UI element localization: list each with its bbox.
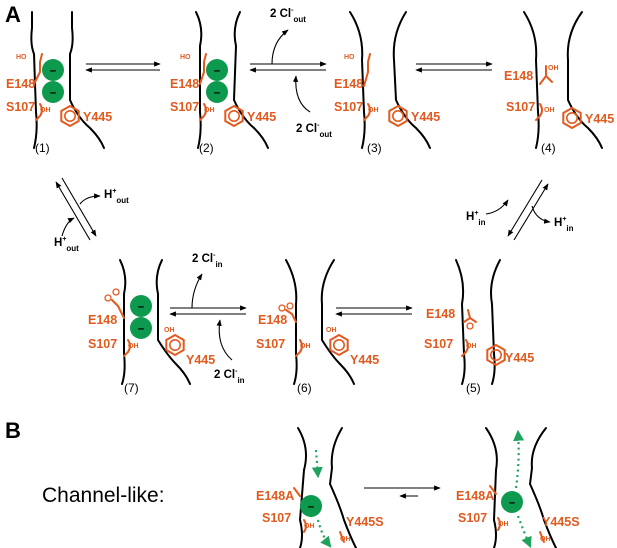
carboxyl-oh-label: OH (548, 65, 559, 72)
state-5: E148 OH S107 Y445 (5) (424, 259, 534, 395)
hydroxyl-oh-label: OH (300, 343, 311, 350)
carboxyl-ho-label: HO (180, 54, 191, 61)
state-number: (2) (199, 141, 214, 155)
state-7: – – E148 OH S107 OH Y445 (7) (88, 259, 215, 395)
panel-a-label: A (5, 2, 21, 27)
s107-label: S107 (256, 337, 285, 351)
hydroxyl-oh-label: OH (204, 107, 215, 114)
state-2: – – HO E148 OH S107 Y445 (2) (170, 11, 276, 155)
h-in-release-label: H+in (554, 216, 574, 233)
e148-label: E148 (426, 307, 455, 321)
y445-label: Y445 (411, 110, 440, 124)
e148-label: E148 (6, 77, 35, 91)
y445s-label: Y445S (542, 515, 580, 529)
cl-in-release-label: 2 Cl-in (192, 252, 223, 269)
s107-label: S107 (6, 100, 35, 114)
state-number: (1) (35, 141, 50, 155)
e148-label: E148 (334, 77, 363, 91)
chloride-ion (501, 491, 523, 513)
s107-label: S107 (88, 337, 117, 351)
state-3: HO E148 OH S107 Y445 (3) (334, 11, 440, 155)
y445-label: Y445 (247, 110, 276, 124)
ion-charge: – (214, 65, 221, 77)
s107-label: S107 (334, 100, 363, 114)
e148-label: E148 (170, 77, 199, 91)
state-number: (6) (297, 381, 312, 395)
carboxyl-ho-label: HO (16, 54, 27, 61)
ion-charge: – (50, 87, 57, 99)
ion-charge: – (50, 65, 57, 77)
serine-oh-label: OH (340, 536, 351, 543)
e148-label: E148 (504, 69, 533, 83)
h-in-uptake-label: H+in (466, 210, 486, 227)
serine-oh-label: OH (540, 536, 551, 543)
y445-label: Y445 (186, 353, 215, 367)
ion-charge: – (214, 87, 221, 99)
ion-charge: – (308, 501, 315, 513)
carboxylate-oxygen (466, 322, 474, 330)
chloride-ion (300, 495, 322, 517)
chloride-ion (206, 59, 228, 81)
cl-in-uptake-label: 2 Cl-in (214, 368, 245, 385)
s107-label: S107 (262, 511, 291, 525)
hydroxyl-oh-label: OH (466, 343, 477, 350)
s107-label: S107 (424, 337, 453, 351)
carboxylate-oxygen (112, 288, 120, 296)
state-1: – – HO E148 OH S107 Y445 (1) (6, 11, 112, 155)
y445-label: Y445 (83, 110, 112, 124)
state-number: (4) (541, 141, 556, 155)
cl-out-uptake-label: 2 Cl-out (296, 122, 332, 139)
s107-label: S107 (506, 100, 535, 114)
chloride-ion (206, 81, 228, 103)
hydroxyl-oh-label: OH (128, 343, 139, 350)
s107-label: S107 (458, 511, 487, 525)
hydroxyl-oh-label: OH (544, 107, 555, 114)
panel-b-label: B (5, 418, 21, 443)
state-number: (3) (367, 141, 382, 155)
chloride-ion (42, 59, 64, 81)
e148a-label: E148A (456, 489, 494, 503)
cl-out-release-label: 2 Cl-out (270, 7, 306, 24)
hydroxyl-oh-label: OH (40, 107, 51, 114)
hydroxyl-oh-label: OH (368, 107, 379, 114)
tyrosine-oh-label: OH (164, 327, 175, 334)
channel-state-closed: – E148A OH S107 OH Y445S (256, 427, 384, 548)
state-6: E148 OH S107 OH Y445 (6) (256, 259, 379, 395)
tyrosine-oh-label: OH (326, 327, 337, 334)
ion-charge: – (138, 323, 145, 335)
carboxyl-ho-label: HO (344, 54, 355, 61)
state-number: (5) (466, 381, 481, 395)
carboxylate-oxygen (278, 304, 286, 312)
ion-charge: – (138, 301, 145, 313)
h-out-release-label: H+out (104, 188, 129, 205)
y445-label: Y445 (505, 351, 534, 365)
h-out-uptake-label: H+out (54, 236, 79, 253)
state-number: (7) (124, 381, 139, 395)
e148a-label: E148A (256, 489, 294, 503)
hydroxyl-oh-label: OH (498, 521, 509, 528)
y445s-label: Y445S (346, 515, 384, 529)
state-4: OH E148 OH S107 Y445 (4) (504, 11, 614, 155)
carboxylate-oxygen (104, 294, 112, 302)
s107-label: S107 (170, 100, 199, 114)
channel-state-open: – E148A OH S107 OH Y445S (456, 427, 580, 548)
chloride-ion (130, 295, 152, 317)
carboxylate-oxygen (286, 302, 294, 310)
e148-label: E148 (88, 313, 117, 327)
e148-label: E148 (258, 313, 287, 327)
y445-label: Y445 (350, 353, 379, 367)
ion-charge: – (509, 497, 516, 509)
y445-label: Y445 (585, 112, 614, 126)
hydroxyl-oh-label: OH (304, 523, 315, 530)
channel-like-label: Channel-like: (42, 484, 165, 507)
chloride-ion (130, 317, 152, 339)
chloride-ion (42, 81, 64, 103)
